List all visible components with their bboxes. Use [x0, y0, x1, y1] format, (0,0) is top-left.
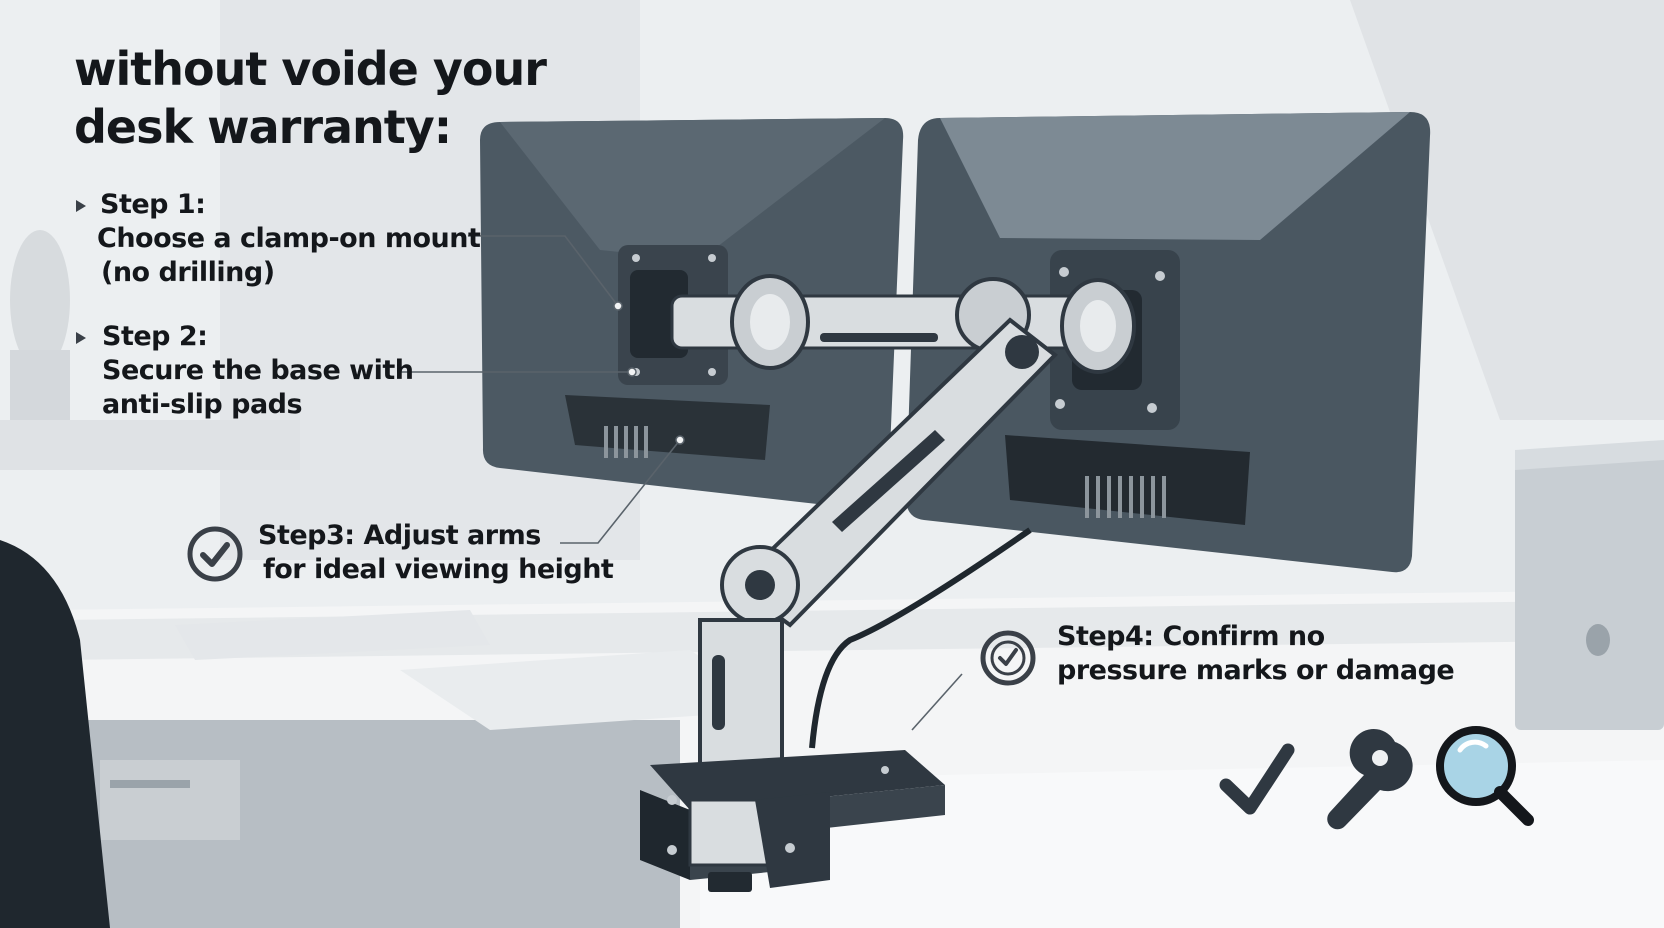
leader-dot — [675, 435, 685, 445]
clamp-bolt — [881, 766, 889, 774]
drawer-handle — [110, 780, 190, 788]
check-circle-icon — [980, 630, 1036, 686]
screw — [708, 254, 716, 262]
step1-bullet — [76, 200, 86, 212]
arm-elbow-pin — [745, 570, 775, 600]
check-icon — [1219, 743, 1295, 815]
post-slot — [712, 655, 725, 730]
leader-step3 — [560, 439, 681, 544]
left-vent-slits — [604, 426, 648, 458]
clamp-bolt — [667, 795, 677, 805]
step4-line2: pressure marks or damage — [1057, 655, 1455, 686]
arm-pivot-top — [1005, 335, 1039, 369]
leader-step4 — [911, 673, 963, 731]
leader-dot — [613, 301, 623, 311]
notebook — [175, 610, 490, 660]
clamp-left — [640, 790, 690, 880]
page-title: without voide your desk warranty: — [74, 42, 547, 154]
wall-shadow — [1350, 0, 1664, 420]
right-monitor-shade — [940, 112, 1410, 240]
step3-line1: Step3: Adjust arms — [258, 520, 541, 551]
step1-desc-line1: Choose a clamp-on mount — [97, 223, 481, 254]
chair — [0, 540, 110, 928]
clamp-top-plate — [650, 750, 945, 810]
desktop-tower — [1515, 450, 1664, 730]
step2-label: Step 2: — [102, 321, 208, 352]
screw — [708, 368, 716, 376]
clamp-jaw — [755, 792, 830, 888]
leader-lines — [400, 235, 963, 731]
step2-bullet — [76, 332, 86, 344]
screw — [1155, 271, 1165, 281]
plant-pot — [10, 350, 70, 420]
diagonal-arm-slot — [832, 430, 945, 532]
right-vent-slits — [1085, 476, 1166, 518]
clamp-bolt — [785, 843, 795, 853]
step4-line1: Step4: Confirm no — [1057, 621, 1325, 652]
step2-desc-line1: Secure the base with — [102, 355, 414, 386]
screw — [1059, 267, 1069, 277]
right-vent — [1005, 435, 1250, 525]
arm-joint-right-inner — [1080, 300, 1116, 352]
screw — [1055, 399, 1065, 409]
step1-label: Step 1: — [100, 189, 206, 220]
clamp-screw — [708, 872, 752, 892]
left-monitor-shade — [500, 118, 885, 260]
plant-leaf — [10, 230, 70, 370]
leader-dot — [627, 367, 637, 377]
keyboard — [400, 650, 780, 730]
drawer — [100, 760, 240, 840]
shelf — [0, 420, 300, 470]
clamp-bolt — [667, 845, 677, 855]
step3-line2: for ideal viewing height — [263, 554, 614, 585]
arm-joint-left-inner — [750, 294, 790, 350]
leader-step1 — [468, 235, 619, 307]
tower-top — [1515, 440, 1664, 470]
screw — [632, 254, 640, 262]
check-circle-icon — [187, 526, 243, 582]
wrench-icon — [1327, 729, 1413, 830]
cable — [809, 527, 1032, 749]
arm-slot — [820, 333, 938, 342]
step2-desc-line2: anti-slip pads — [102, 389, 303, 420]
magnifier-icon — [1436, 726, 1534, 826]
screw — [1147, 403, 1157, 413]
tower-button — [1586, 624, 1610, 656]
step1-desc-line2: (no drilling) — [101, 257, 275, 288]
